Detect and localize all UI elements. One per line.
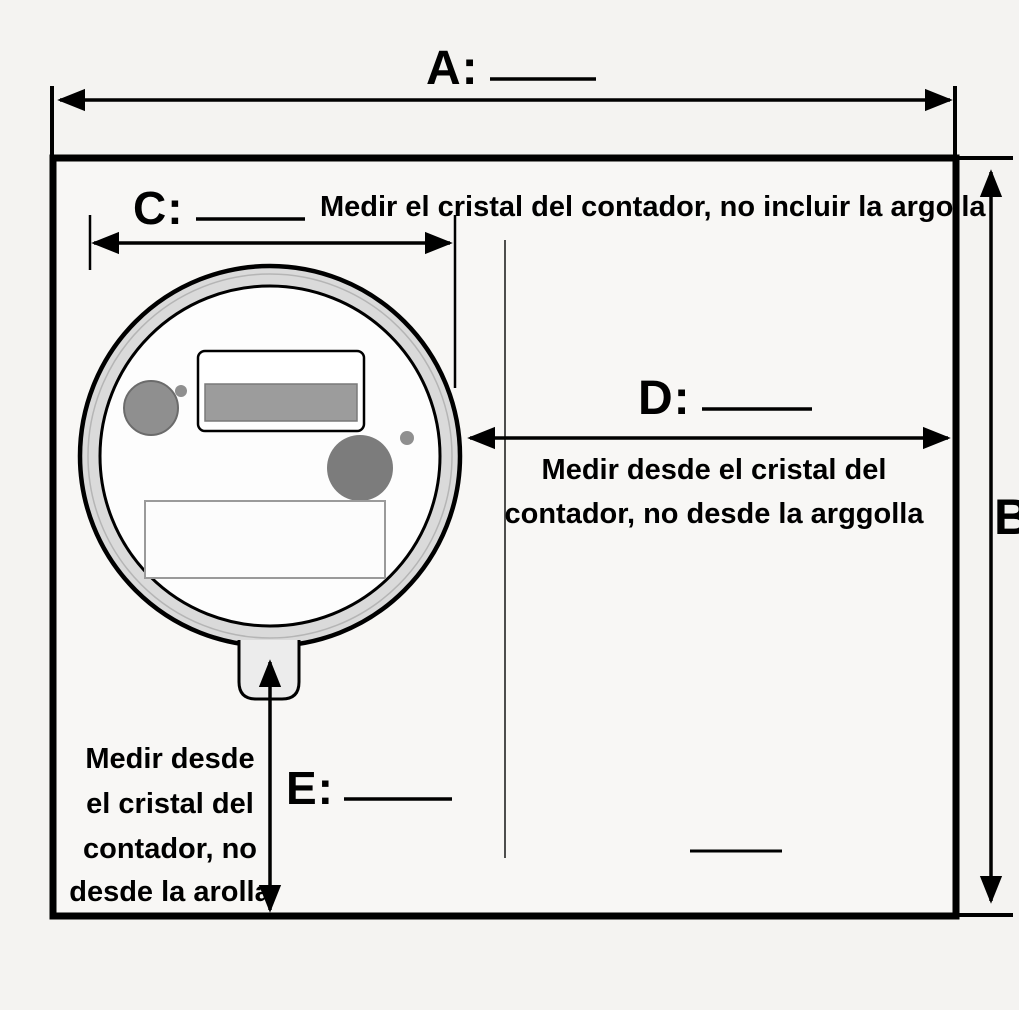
dimension-c-label: C: [133,182,184,234]
note-e-line4: desde la arolla [69,876,271,908]
dimension-e-label: E: [286,762,334,814]
note-d-line2: contador, no desde la arggolla [505,498,925,530]
dimension-a-label: A: [426,42,479,95]
meter-right-knob [327,435,393,501]
meter-nameplate [144,500,386,579]
note-e-line2: el cristal del [86,788,254,820]
dimension-d-label: D: [638,372,691,425]
note-top: Medir el cristal del contador, no inclui… [320,191,986,223]
note-d-line1: Medir desde el cristal del [542,454,887,486]
note-e-line1: Medir desde [85,743,254,775]
meter-left-knob [123,380,179,436]
dimension-b-label: B: [994,489,1019,545]
meter-lcd-screen [204,383,358,422]
meter-right-dot [400,431,414,445]
note-e-line3: contador, no [83,833,257,865]
meter-ring-groove [87,273,453,639]
meter-left-dot [175,385,187,397]
